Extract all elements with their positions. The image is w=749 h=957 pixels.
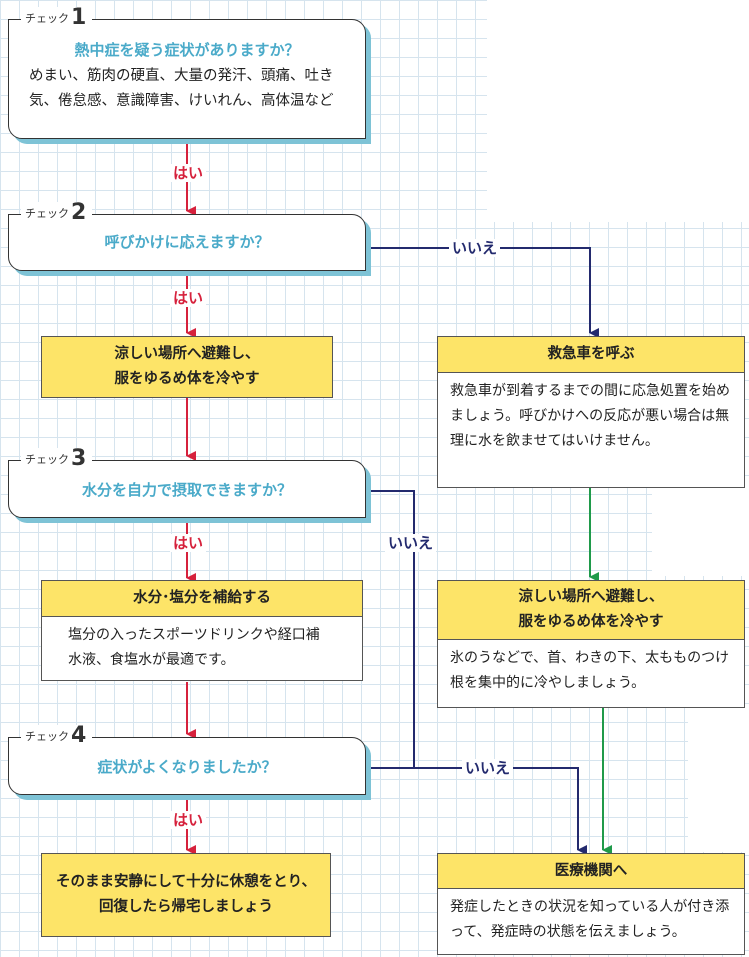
check-1-tag: チェック1: [21, 7, 93, 30]
cool-down-line-2: 服をゆるめ体を冷やす: [114, 371, 260, 387]
yes-label: はい: [170, 164, 207, 182]
hospital-title: 医療機関へ: [438, 854, 744, 889]
check-2-tag: チェック2: [21, 202, 93, 225]
check-4-tag: チェック4: [21, 725, 93, 748]
hospital-box: 医療機関へ 発症したときの状況を知っている人が付き添って、発症時の状態を伝えまし…: [437, 853, 745, 955]
cool-down-right-line-1: 涼しい場所へ避難し、: [518, 589, 664, 605]
ambulance-title: 救急車を呼ぶ: [438, 337, 744, 373]
yes-label: はい: [170, 534, 207, 552]
rest-action: そのまま安静にして十分に休憩をとり、回復したら帰宅しましょう: [41, 853, 331, 937]
yes-label: はい: [170, 811, 207, 829]
check-1-symptoms: めまい、筋肉の硬直、大量の発汗、頭痛、吐き気、倦怠感、意識障害、けいれん、高体温…: [29, 68, 334, 109]
cool-down-line-1: 涼しい場所へ避難し、: [114, 346, 260, 362]
check-1-question: 熱中症を疑う症状がありますか？: [74, 41, 300, 59]
cool-down-right-line-2: 服をゆるめ体を冷やす: [518, 614, 664, 630]
no-label: いいえ: [385, 534, 437, 552]
check-3-tag: チェック3: [21, 448, 93, 471]
hospital-body: 発症したときの状況を知っている人が付き添って、発症時の状態を伝えましょう。: [450, 899, 730, 940]
cool-down-right-box: 涼しい場所へ避難し、 服をゆるめ体を冷やす 氷のうなどで、首、わきの下、太ももの…: [437, 580, 745, 708]
blank-panel: [487, 0, 749, 222]
blank-panel: [688, 707, 749, 852]
check-3-question: 水分を自力で摂取できますか？: [81, 481, 292, 499]
no-arrow: [368, 490, 415, 768]
check-2-question: 呼びかけに応えますか？: [104, 233, 270, 251]
no-arrow: [368, 247, 599, 338]
rest-text: そのまま安静にして十分に休憩をとり、回復したら帰宅しましょう: [56, 874, 316, 915]
blank-panel: [652, 486, 749, 576]
check-4-box: チェック4 症状がよくなりましたか？: [8, 725, 366, 795]
ambulance-body: 救急車が到着するまでの間に応急処置を始めましょう。呼びかけへの反応が悪い場合は無…: [450, 383, 730, 449]
check-3-box: チェック3 水分を自力で摂取できますか？: [8, 448, 366, 518]
hydrate-body: 塩分の入ったスポーツドリンクや経口補水液、食塩水が最適です。: [68, 627, 320, 668]
no-label: いいえ: [462, 759, 514, 777]
check-4-question: 症状がよくなりましたか？: [97, 758, 277, 776]
check-2-box: チェック2 呼びかけに応えますか？: [8, 202, 366, 271]
no-label: いいえ: [449, 239, 501, 257]
cool-down-action: 涼しい場所へ避難し、 服をゆるめ体を冷やす: [41, 336, 333, 398]
ambulance-box: 救急車を呼ぶ 救急車が到着するまでの間に応急処置を始めましょう。呼びかけへの反応…: [437, 336, 745, 488]
yes-label: はい: [170, 289, 207, 307]
cool-down-right-title: 涼しい場所へ避難し、 服をゆるめ体を冷やす: [438, 581, 744, 640]
check-1-box: チェック1 熱中症を疑う症状がありますか？ めまい、筋肉の硬直、大量の発汗、頭痛…: [8, 7, 366, 139]
cool-down-right-body: 氷のうなどで、首、わきの下、太もものつけ根を集中的に冷やしましょう。: [450, 650, 730, 691]
hydrate-title: 水分･塩分を補給する: [42, 581, 362, 617]
hydrate-box: 水分･塩分を補給する 塩分の入ったスポーツドリンクや経口補水液、食塩水が最適です…: [41, 580, 363, 681]
no-arrow: [368, 767, 587, 855]
